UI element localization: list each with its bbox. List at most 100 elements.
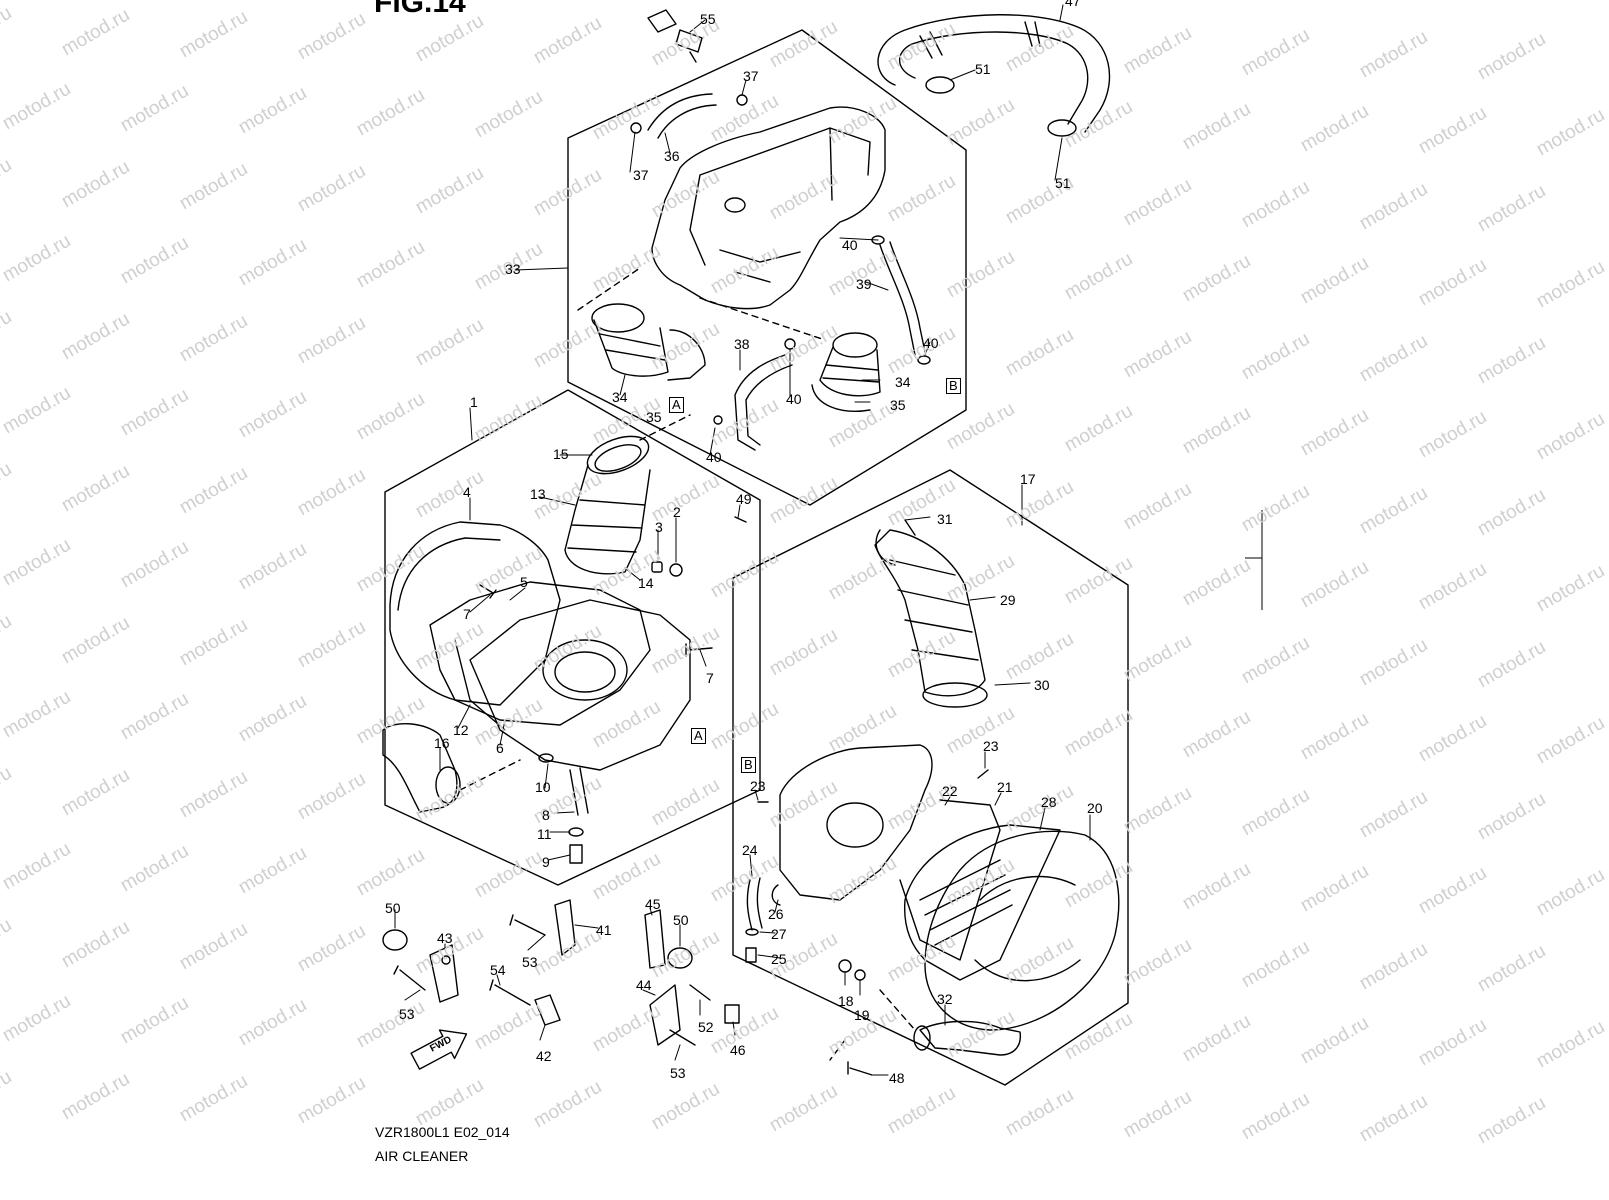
part-11-clamp bbox=[568, 827, 584, 837]
part-52-bolt bbox=[689, 984, 711, 1001]
callout-28: 28 bbox=[1041, 794, 1057, 810]
callout-19: 19 bbox=[854, 1007, 870, 1023]
callout-55: 55 bbox=[700, 11, 716, 27]
reference-box-A: A bbox=[669, 397, 684, 413]
part-40-clamp-c bbox=[784, 338, 796, 350]
callout-35: 35 bbox=[646, 409, 662, 425]
part-42-clip bbox=[534, 994, 561, 1026]
callout-54: 54 bbox=[490, 962, 506, 978]
figure-code: VZR1800L1 E02_014 bbox=[375, 1124, 510, 1140]
callout-5: 5 bbox=[520, 574, 528, 590]
part-55-plug bbox=[647, 9, 703, 63]
leader-dashes-32 bbox=[829, 989, 916, 1061]
callout-6: 6 bbox=[496, 740, 504, 756]
part-29-duct-ribs bbox=[889, 559, 979, 661]
part-45-bracket bbox=[644, 909, 666, 969]
callout-52: 52 bbox=[698, 1019, 714, 1035]
part-27-clamp bbox=[745, 928, 759, 936]
part-29-duct bbox=[874, 529, 986, 697]
part-7-bolt-b bbox=[685, 643, 713, 657]
part-25-plug bbox=[745, 947, 757, 963]
callout-31: 31 bbox=[937, 511, 953, 527]
leader-dashes-16 bbox=[459, 759, 521, 791]
part-51-clamp-b bbox=[1047, 119, 1077, 137]
part-2-nut bbox=[669, 563, 683, 577]
callout-3: 3 bbox=[655, 519, 663, 535]
part-44-bracket bbox=[649, 984, 681, 1046]
callout-40: 40 bbox=[786, 391, 802, 407]
part-50-grommet-b bbox=[667, 947, 693, 969]
part-33-case-rim bbox=[689, 127, 871, 266]
part-16-elbow bbox=[382, 722, 458, 813]
callout-37: 37 bbox=[633, 167, 649, 183]
callout-50: 50 bbox=[673, 912, 689, 928]
part-19-washer bbox=[854, 969, 866, 981]
part-33-port bbox=[724, 197, 746, 213]
callout-51: 51 bbox=[975, 61, 991, 77]
callout-17: 17 bbox=[1020, 471, 1036, 487]
group-1-frame bbox=[384, 389, 761, 886]
callout-1: 1 bbox=[470, 394, 478, 410]
part-7-bolt-a bbox=[479, 584, 497, 599]
callout-40: 40 bbox=[706, 449, 722, 465]
part-6-plate-port bbox=[542, 639, 628, 701]
part-40-clamp-d bbox=[713, 415, 723, 425]
callout-12: 12 bbox=[453, 722, 469, 738]
callout-29: 29 bbox=[1000, 592, 1016, 608]
callout-34: 34 bbox=[895, 374, 911, 390]
callout-30: 30 bbox=[1034, 677, 1050, 693]
part-53-bolt-c bbox=[669, 1029, 696, 1046]
callout-7: 7 bbox=[706, 670, 714, 686]
callout-40: 40 bbox=[923, 335, 939, 351]
part-6-plate-port-inner bbox=[554, 651, 616, 693]
callout-32: 32 bbox=[937, 991, 953, 1007]
part-33-case bbox=[651, 106, 886, 310]
part-39-hose bbox=[879, 241, 926, 356]
part-34-duct-left-mouth bbox=[591, 303, 645, 333]
part-24-hose bbox=[746, 877, 763, 931]
callout-34: 34 bbox=[612, 389, 628, 405]
callout-33: 33 bbox=[505, 261, 521, 277]
part-18-nut bbox=[838, 959, 852, 973]
callout-11: 11 bbox=[537, 826, 552, 842]
part-30-clamp bbox=[922, 682, 988, 708]
reference-box-A: A bbox=[691, 728, 706, 744]
part-33-ribs bbox=[719, 249, 801, 283]
part-37-clamp-b bbox=[630, 122, 642, 134]
part-53-bolt-a bbox=[393, 965, 426, 991]
part-26-clamp bbox=[771, 884, 781, 906]
callout-4: 4 bbox=[463, 484, 471, 500]
callout-45: 45 bbox=[645, 896, 661, 912]
part-12-gasket bbox=[454, 639, 506, 731]
callout-24: 24 bbox=[742, 842, 758, 858]
part-40-clamp-b bbox=[917, 355, 931, 365]
callout-14: 14 bbox=[638, 575, 654, 591]
callout-16: 16 bbox=[434, 735, 450, 751]
part-31-clamp bbox=[875, 519, 916, 566]
group-33-frame bbox=[567, 29, 967, 506]
part-4-cover-inner bbox=[397, 537, 501, 611]
part-53-bolt-b bbox=[509, 914, 546, 936]
reference-box-B: B bbox=[741, 757, 756, 773]
part-22-base-port bbox=[826, 802, 884, 848]
part-32-elbow bbox=[919, 1020, 1022, 1056]
callout-50: 50 bbox=[385, 900, 401, 916]
callout-36: 36 bbox=[664, 148, 680, 164]
part-8-hose bbox=[569, 767, 589, 816]
part-35-clamp-right bbox=[811, 384, 871, 412]
fwd-arrow bbox=[410, 1029, 468, 1070]
part-20-cover-detail bbox=[974, 875, 1081, 982]
part-43-hole bbox=[441, 955, 451, 965]
callout-13: 13 bbox=[530, 486, 546, 502]
part-22-base bbox=[779, 744, 933, 901]
callout-40: 40 bbox=[842, 237, 858, 253]
callout-10: 10 bbox=[535, 779, 551, 795]
callout-27: 27 bbox=[771, 926, 787, 942]
callout-43: 43 bbox=[437, 930, 453, 946]
callout-20: 20 bbox=[1087, 800, 1103, 816]
figure-title: FIG.14 bbox=[374, 0, 466, 19]
callout-46: 46 bbox=[730, 1042, 746, 1058]
part-34-duct-right-mouth bbox=[832, 332, 878, 358]
part-10-clamp bbox=[538, 753, 554, 763]
callout-53: 53 bbox=[670, 1065, 686, 1081]
